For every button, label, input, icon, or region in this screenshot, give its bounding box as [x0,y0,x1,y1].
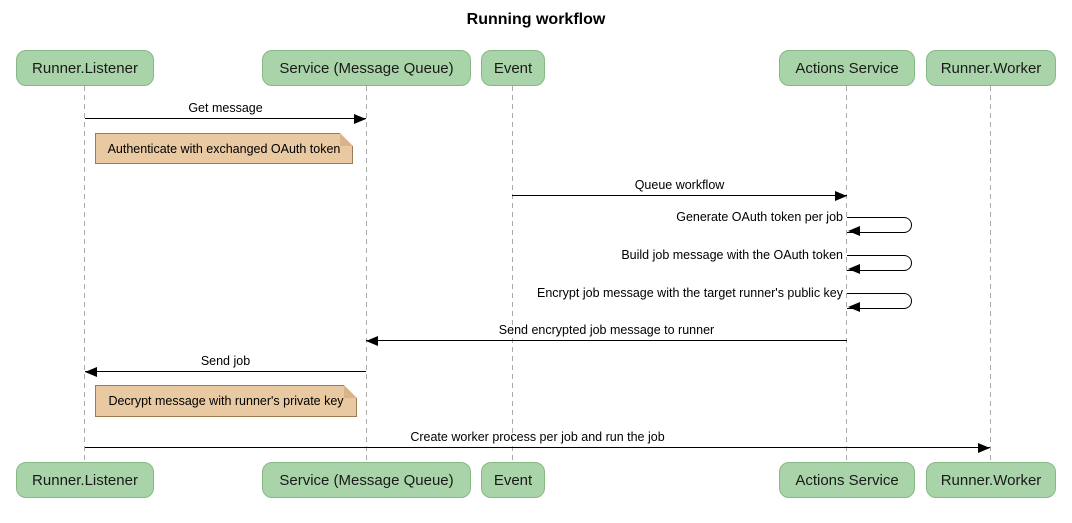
message-line [85,443,990,453]
message-line [85,114,366,124]
self-message-loop [847,217,912,236]
self-message-label-encrypt-job-message: Encrypt job message with the target runn… [536,286,843,300]
lifeline-runner-listener [84,86,85,462]
message-queue-workflow: Queue workflow [512,178,847,201]
message-label: Queue workflow [634,178,725,192]
message-line [366,336,847,346]
self-message-label-generate-token: Generate OAuth token per job [676,210,843,224]
participant-top-actions-service: Actions Service [779,50,915,86]
participant-bottom-event: Event [481,462,545,498]
participant-bottom-runner-listener: Runner.Listener [16,462,154,498]
participant-top-runner-listener: Runner.Listener [16,50,154,86]
participant-top-service-message-queue: Service (Message Queue) [262,50,471,86]
message-send-encrypted-job: Send encrypted job message to runner [366,323,847,346]
lifeline-event [512,86,513,462]
self-message-label-build-job-message: Build job message with the OAuth token [621,248,843,262]
arrowhead-left-icon [848,264,860,274]
lifeline-runner-worker [990,86,991,462]
diagram-title: Running workflow [466,11,606,28]
message-label: Get message [188,101,263,115]
participant-bottom-runner-worker: Runner.Worker [926,462,1056,498]
participant-top-event: Event [481,50,545,86]
lifeline-actions-service [846,86,847,462]
message-send-job: Send job [85,354,366,377]
message-create-worker-process: Create worker process per job and run th… [85,430,990,453]
lifeline-service-message-queue [366,86,367,462]
self-message-loop [847,255,912,274]
participant-bottom-actions-service: Actions Service [779,462,915,498]
arrowhead-left-icon [848,226,860,236]
arrowhead-left-icon [85,367,97,377]
arrowhead-right-icon [354,114,366,124]
note-authenticate-oauth: Authenticate with exchanged OAuth token [95,133,353,164]
arrowhead-right-icon [835,191,847,201]
arrowhead-left-icon [366,336,378,346]
arrowhead-right-icon [978,443,990,453]
participant-bottom-service-message-queue: Service (Message Queue) [262,462,471,498]
message-label: Send encrypted job message to runner [498,323,715,337]
message-get-message: Get message [85,101,366,124]
note-decrypt-message: Decrypt message with runner's private ke… [95,385,357,417]
message-line [85,367,366,377]
arrowhead-left-icon [848,302,860,312]
message-label: Send job [200,354,251,368]
message-label: Create worker process per job and run th… [410,430,665,444]
participant-top-runner-worker: Runner.Worker [926,50,1056,86]
message-line [512,191,847,201]
self-message-loop [847,293,912,312]
